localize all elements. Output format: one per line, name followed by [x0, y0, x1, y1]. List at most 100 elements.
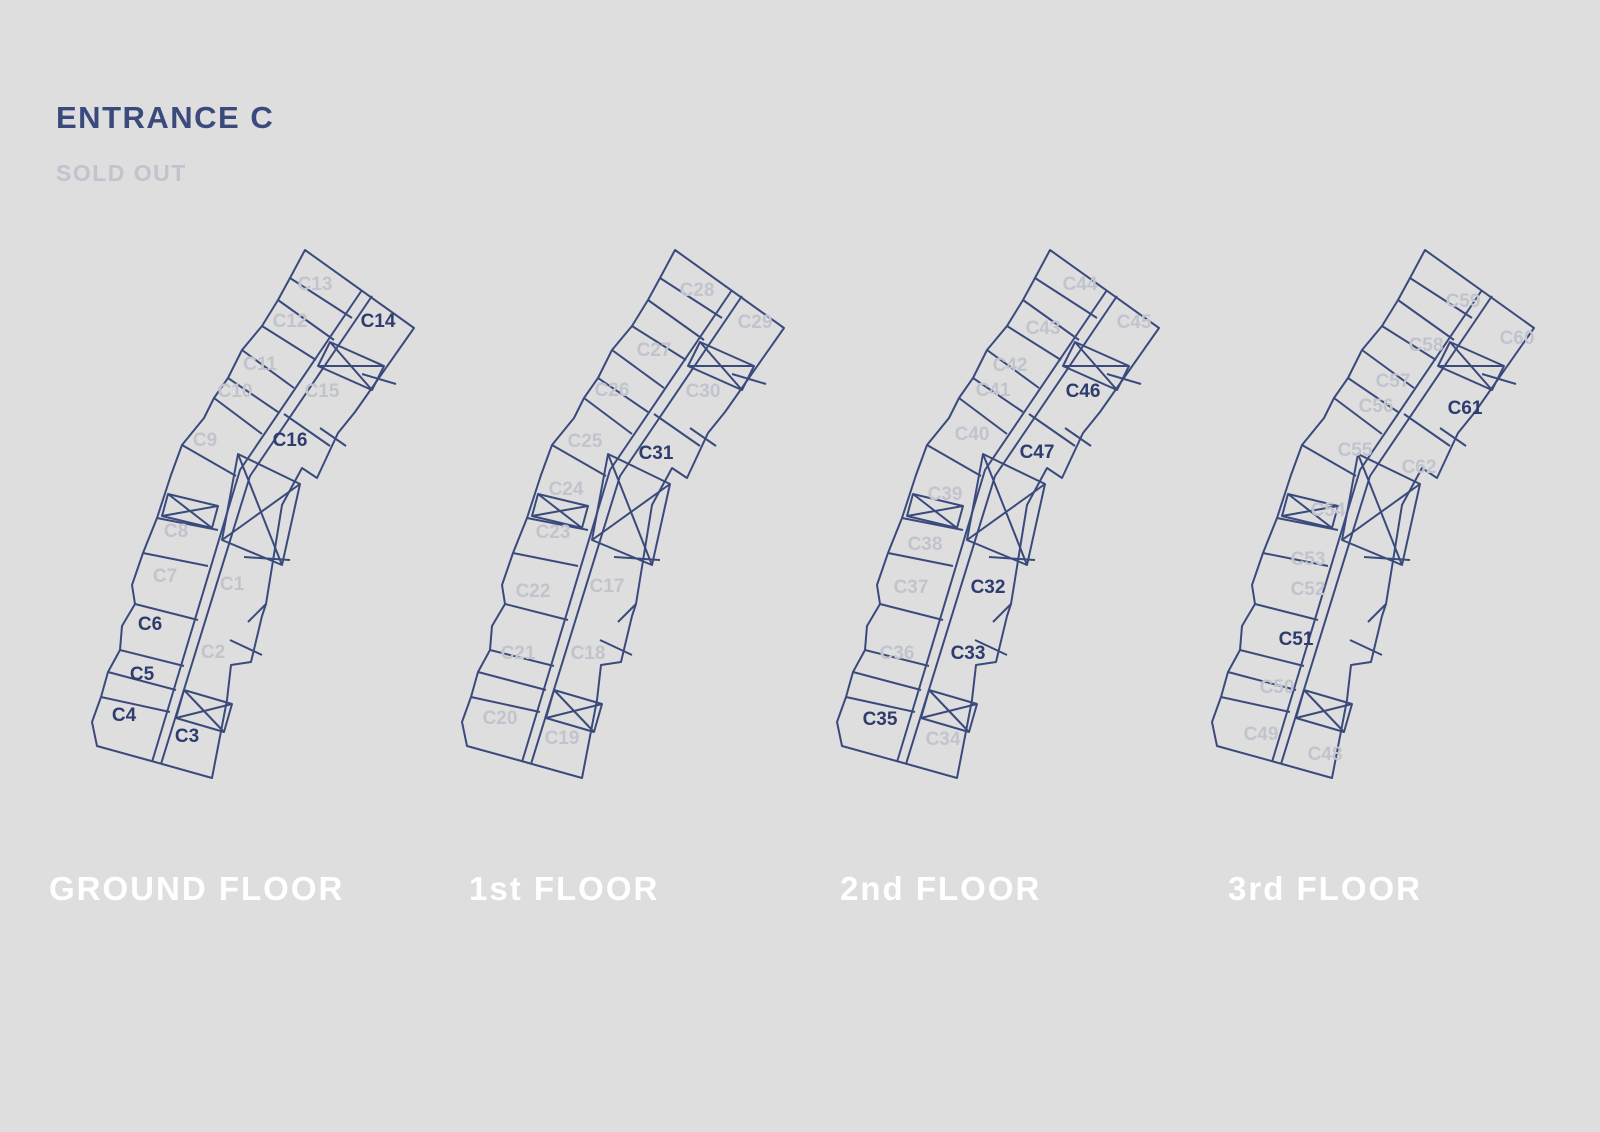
unit-c46[interactable]: C46 [1066, 381, 1101, 402]
unit-c3[interactable]: C3 [175, 726, 199, 747]
unit-c5[interactable]: C5 [130, 664, 155, 685]
unit-c28[interactable]: C28 [680, 280, 715, 301]
unit-divider [852, 671, 922, 691]
unit-c47[interactable]: C47 [1020, 442, 1055, 463]
unit-c53[interactable]: C53 [1291, 549, 1326, 570]
unit-c58[interactable]: C58 [1409, 335, 1444, 356]
unit-c54[interactable]: C54 [1311, 500, 1346, 521]
floor-plan-3 [1211, 249, 1535, 779]
unit-c4[interactable]: C4 [112, 705, 137, 726]
unit-divider [631, 325, 687, 361]
unit-c39[interactable]: C39 [928, 484, 963, 505]
unit-c36[interactable]: C36 [880, 643, 915, 664]
floor-label-1st[interactable]: 1st FLOOR [469, 870, 660, 907]
floor-label-ground[interactable]: GROUND FLOOR [49, 870, 345, 907]
unit-divider [1028, 413, 1076, 447]
unit-c52[interactable]: C52 [1291, 579, 1326, 600]
corridor-line [1280, 295, 1493, 765]
stair-core [591, 453, 671, 566]
unit-c31[interactable]: C31 [639, 443, 674, 464]
unit-divider [100, 696, 171, 713]
unit-c42[interactable]: C42 [993, 355, 1028, 376]
unit-divider [599, 639, 633, 656]
unit-c57[interactable]: C57 [1376, 371, 1411, 392]
unit-c7[interactable]: C7 [153, 566, 177, 587]
unit-c6[interactable]: C6 [138, 614, 162, 635]
unit-c2[interactable]: C2 [201, 642, 225, 663]
unit-c56[interactable]: C56 [1359, 396, 1394, 417]
floor-plan-0 [91, 249, 415, 779]
unit-c24[interactable]: C24 [549, 479, 584, 500]
unit-c19[interactable]: C19 [545, 728, 580, 749]
unit-c13[interactable]: C13 [298, 274, 333, 295]
building-outline [836, 249, 1160, 779]
unit-c8[interactable]: C8 [164, 521, 188, 542]
unit-c41[interactable]: C41 [976, 380, 1011, 401]
unit-c22[interactable]: C22 [516, 581, 551, 602]
unit-divider [647, 299, 705, 341]
unit-c48[interactable]: C48 [1308, 744, 1343, 765]
floor-plan-2 [836, 249, 1160, 779]
unit-c32[interactable]: C32 [971, 577, 1006, 598]
stair-core [221, 453, 301, 566]
unit-c49[interactable]: C49 [1244, 724, 1279, 745]
unit-c16[interactable]: C16 [273, 430, 308, 451]
unit-c1[interactable]: C1 [220, 574, 245, 595]
unit-divider [551, 444, 607, 477]
unit-divider [879, 603, 944, 621]
unit-divider [1254, 603, 1319, 621]
unit-divider [470, 696, 541, 713]
unit-c40[interactable]: C40 [955, 424, 990, 445]
unit-c17[interactable]: C17 [590, 576, 625, 597]
unit-divider [1349, 639, 1383, 656]
unit-c45[interactable]: C45 [1117, 312, 1152, 333]
unit-divider [477, 671, 547, 691]
unit-c35[interactable]: C35 [863, 709, 898, 730]
unit-c61[interactable]: C61 [1448, 398, 1483, 419]
unit-divider [156, 517, 219, 531]
floor-label-3rd[interactable]: 3rd FLOOR [1228, 870, 1423, 907]
unit-c37[interactable]: C37 [894, 577, 929, 598]
unit-c27[interactable]: C27 [637, 340, 672, 361]
unit-c60[interactable]: C60 [1500, 328, 1535, 349]
unit-c38[interactable]: C38 [908, 534, 943, 555]
unit-c34[interactable]: C34 [926, 729, 961, 750]
unit-c15[interactable]: C15 [305, 381, 340, 402]
unit-c30[interactable]: C30 [686, 381, 721, 402]
unit-c21[interactable]: C21 [501, 643, 536, 664]
unit-divider [1239, 649, 1305, 667]
building-outline [461, 249, 785, 779]
unit-divider [1363, 556, 1411, 561]
building-outline [91, 249, 415, 779]
building-outline [1211, 249, 1535, 779]
unit-c55[interactable]: C55 [1338, 440, 1373, 461]
unit-divider [1361, 349, 1415, 389]
unit-c44[interactable]: C44 [1063, 274, 1098, 295]
unit-c29[interactable]: C29 [738, 312, 773, 333]
unit-divider [597, 377, 649, 413]
corridor-line [160, 295, 373, 765]
unit-c11[interactable]: C11 [243, 354, 277, 375]
unit-c26[interactable]: C26 [595, 380, 630, 401]
unit-c50[interactable]: C50 [1260, 677, 1295, 698]
unit-c33[interactable]: C33 [951, 643, 986, 664]
unit-c20[interactable]: C20 [483, 708, 518, 729]
floor-label-2nd[interactable]: 2nd FLOOR [840, 870, 1042, 907]
unit-c12[interactable]: C12 [273, 311, 308, 332]
unit-divider [887, 552, 954, 567]
unit-c18[interactable]: C18 [571, 643, 606, 664]
unit-c51[interactable]: C51 [1279, 629, 1314, 650]
unit-divider [617, 603, 637, 623]
unit-divider [283, 413, 331, 447]
unit-c9[interactable]: C9 [193, 430, 217, 451]
unit-c23[interactable]: C23 [536, 522, 571, 543]
unit-c25[interactable]: C25 [568, 431, 603, 452]
unit-c62[interactable]: C62 [1402, 457, 1437, 478]
unit-c59[interactable]: C59 [1446, 291, 1481, 312]
unit-c10[interactable]: C10 [218, 381, 253, 402]
unit-c43[interactable]: C43 [1026, 318, 1061, 339]
unit-divider [1276, 517, 1339, 531]
unit-c14[interactable]: C14 [361, 311, 396, 332]
corridor-line [530, 295, 743, 765]
